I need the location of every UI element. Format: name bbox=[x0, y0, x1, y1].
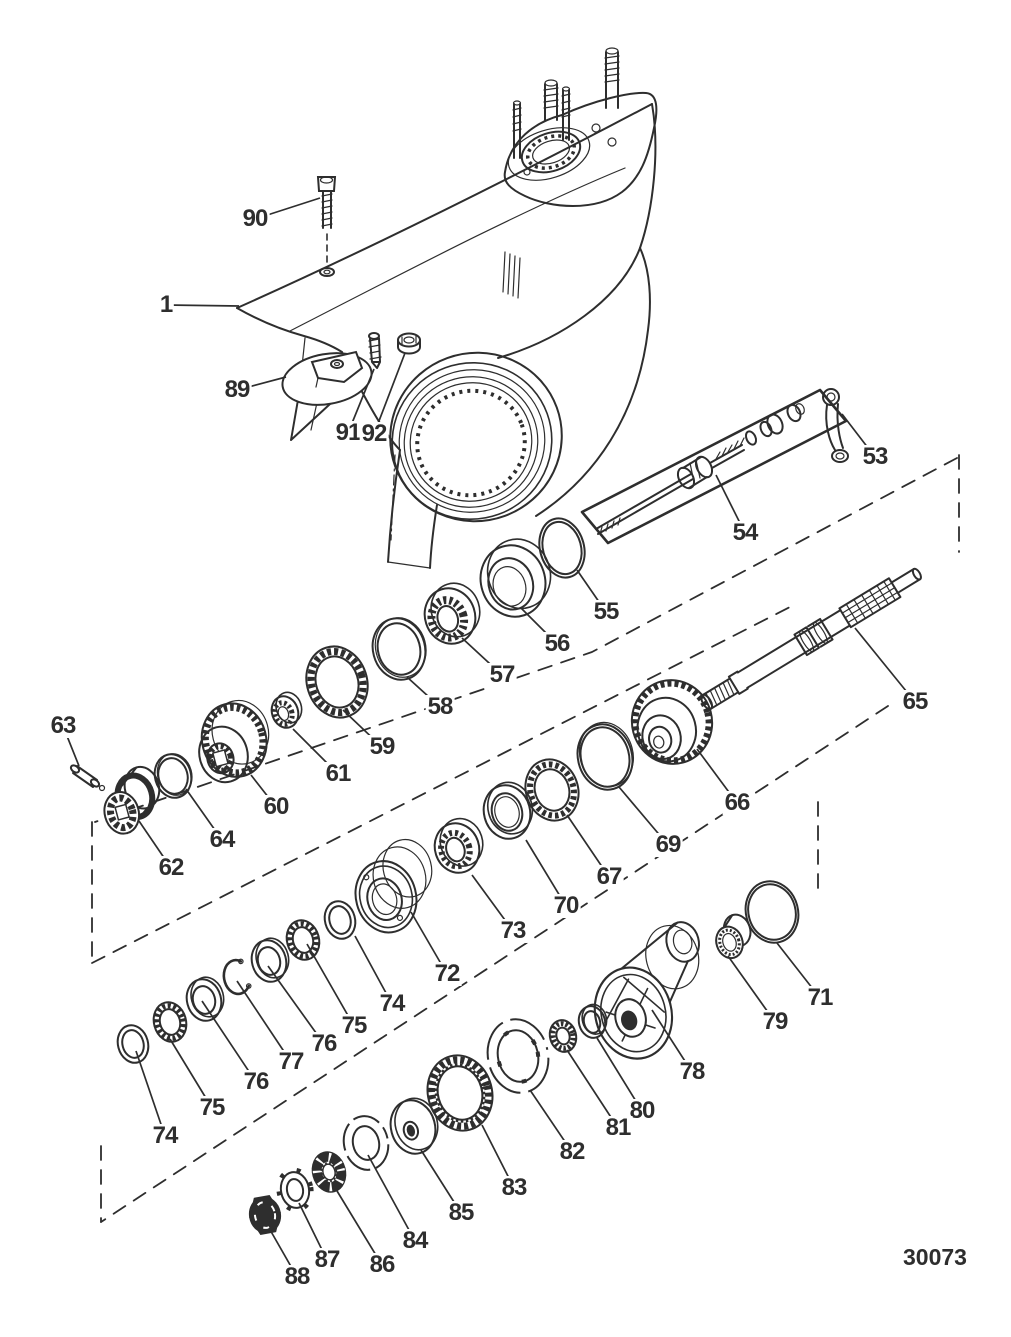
drawing-number: 30073 bbox=[903, 1244, 967, 1270]
ring-74-front bbox=[116, 1024, 150, 1064]
leader-line-1-0 bbox=[165, 304, 240, 307]
leader-line-86-40 bbox=[333, 1185, 383, 1266]
leader-line-81-35 bbox=[566, 1049, 619, 1129]
spline-washer-86 bbox=[311, 1151, 347, 1193]
oil-seal-76-rear bbox=[250, 937, 290, 983]
callout-label-54-6: 54 bbox=[730, 519, 760, 546]
callout-label-81-35: 81 bbox=[603, 1114, 633, 1141]
screw-91 bbox=[368, 332, 382, 369]
propeller-nut-88 bbox=[248, 1195, 282, 1235]
leader-line-65-17 bbox=[854, 627, 916, 703]
ring-64 bbox=[153, 753, 193, 799]
callout-label-75-29: 75 bbox=[197, 1094, 227, 1121]
leader-line-80-34 bbox=[596, 1037, 643, 1112]
retainer-plate-82 bbox=[484, 1016, 552, 1096]
shift-shaft-assembly bbox=[580, 388, 848, 545]
nut-92 bbox=[397, 332, 421, 355]
gear-housing-body bbox=[236, 47, 658, 569]
callout-label-62-15: 62 bbox=[156, 854, 186, 881]
leader-line-76-26 bbox=[267, 965, 325, 1045]
skeg bbox=[387, 449, 438, 569]
thrust-ring-75-rear bbox=[285, 919, 321, 961]
bearing-61 bbox=[270, 691, 303, 729]
leader-line-77-27 bbox=[236, 980, 292, 1063]
callout-label-74-30: 74 bbox=[150, 1122, 180, 1149]
pin-63 bbox=[69, 764, 106, 792]
circlip-77 bbox=[222, 958, 252, 996]
callout-label-57-9: 57 bbox=[487, 661, 517, 688]
callout-label-87-41: 87 bbox=[312, 1246, 342, 1273]
washer-80 bbox=[577, 1003, 608, 1039]
bushing-79 bbox=[715, 913, 752, 960]
callout-label-84-39: 84 bbox=[400, 1227, 430, 1254]
bearing-carrier-bore bbox=[389, 351, 563, 523]
bearing-cup-56 bbox=[479, 538, 552, 618]
housing-studs bbox=[512, 47, 620, 159]
callout-label-77-27: 77 bbox=[276, 1048, 306, 1075]
forward-gear-60 bbox=[198, 699, 270, 784]
callout-label-61-12: 61 bbox=[323, 760, 353, 787]
callout-label-88-42: 88 bbox=[282, 1263, 312, 1290]
callout-label-55-7: 55 bbox=[591, 598, 621, 625]
callout-label-86-40: 86 bbox=[367, 1251, 397, 1278]
callout-label-90-1: 90 bbox=[240, 205, 270, 232]
callout-label-83-37: 83 bbox=[499, 1174, 529, 1201]
guide-lines bbox=[91, 454, 960, 1223]
leader-line-74-30 bbox=[135, 1050, 166, 1137]
callout-label-76-28: 76 bbox=[241, 1068, 271, 1095]
oil-seal-76-front bbox=[185, 976, 225, 1022]
callout-label-73-22: 73 bbox=[498, 917, 528, 944]
callout-label-78-33: 78 bbox=[677, 1058, 707, 1085]
thrust-washer-70 bbox=[482, 781, 534, 840]
thrust-washer-85 bbox=[389, 1097, 439, 1155]
callout-label-72-23: 72 bbox=[432, 960, 462, 987]
callout-label-91-3: 91 bbox=[333, 419, 363, 446]
callout-label-82-36: 82 bbox=[557, 1138, 587, 1165]
callout-label-67-20: 67 bbox=[594, 863, 624, 890]
callout-label-76-26: 76 bbox=[309, 1030, 339, 1057]
callout-label-1-0: 1 bbox=[157, 291, 175, 318]
callout-label-53-5: 53 bbox=[860, 443, 890, 470]
ring-58 bbox=[371, 617, 427, 681]
leader-line-84-39 bbox=[367, 1154, 416, 1242]
callout-label-60-13: 60 bbox=[261, 793, 291, 820]
callout-label-69-19: 69 bbox=[653, 831, 683, 858]
trim-tab bbox=[281, 350, 373, 406]
bearing-carrier-78 bbox=[593, 921, 700, 1060]
callout-label-65-17: 65 bbox=[900, 688, 930, 715]
callout-label-92-4: 92 bbox=[359, 420, 389, 447]
needle-bearing-73 bbox=[433, 817, 484, 874]
callout-label-63-16: 63 bbox=[48, 712, 78, 739]
leader-line-92-4 bbox=[373, 352, 406, 435]
tab-washer-87 bbox=[276, 1167, 314, 1213]
callout-label-79-32: 79 bbox=[760, 1008, 790, 1035]
callout-label-89-2: 89 bbox=[222, 376, 252, 403]
callout-label-71-31: 71 bbox=[805, 984, 835, 1011]
leader-line-76-28 bbox=[201, 1000, 257, 1083]
callout-label-64-14: 64 bbox=[207, 826, 237, 853]
shift-link-53 bbox=[822, 388, 849, 463]
callout-label-70-21: 70 bbox=[551, 892, 581, 919]
oil-seal-carrier-72 bbox=[354, 838, 433, 934]
callout-label-56-8: 56 bbox=[542, 630, 572, 657]
callout-label-85-38: 85 bbox=[446, 1199, 476, 1226]
ring-74-rear bbox=[323, 900, 357, 940]
tab-washer-84 bbox=[341, 1113, 391, 1173]
thrust-ring-75-front bbox=[152, 1001, 188, 1043]
thrust-bearing-59 bbox=[305, 645, 369, 719]
callout-label-74-24: 74 bbox=[377, 990, 407, 1017]
o-ring-69 bbox=[576, 721, 634, 791]
callout-label-75-25: 75 bbox=[339, 1012, 369, 1039]
callout-label-59-11: 59 bbox=[367, 733, 397, 760]
callout-label-66-18: 66 bbox=[722, 789, 752, 816]
callout-label-58-10: 58 bbox=[425, 693, 455, 720]
sliding-clutch-62 bbox=[103, 765, 161, 835]
o-ring-71 bbox=[744, 880, 800, 944]
needle-bearing-57 bbox=[423, 582, 481, 645]
screw-90 bbox=[316, 176, 337, 277]
leader-line-75-25 bbox=[306, 943, 355, 1027]
callout-label-80-34: 80 bbox=[627, 1097, 657, 1124]
